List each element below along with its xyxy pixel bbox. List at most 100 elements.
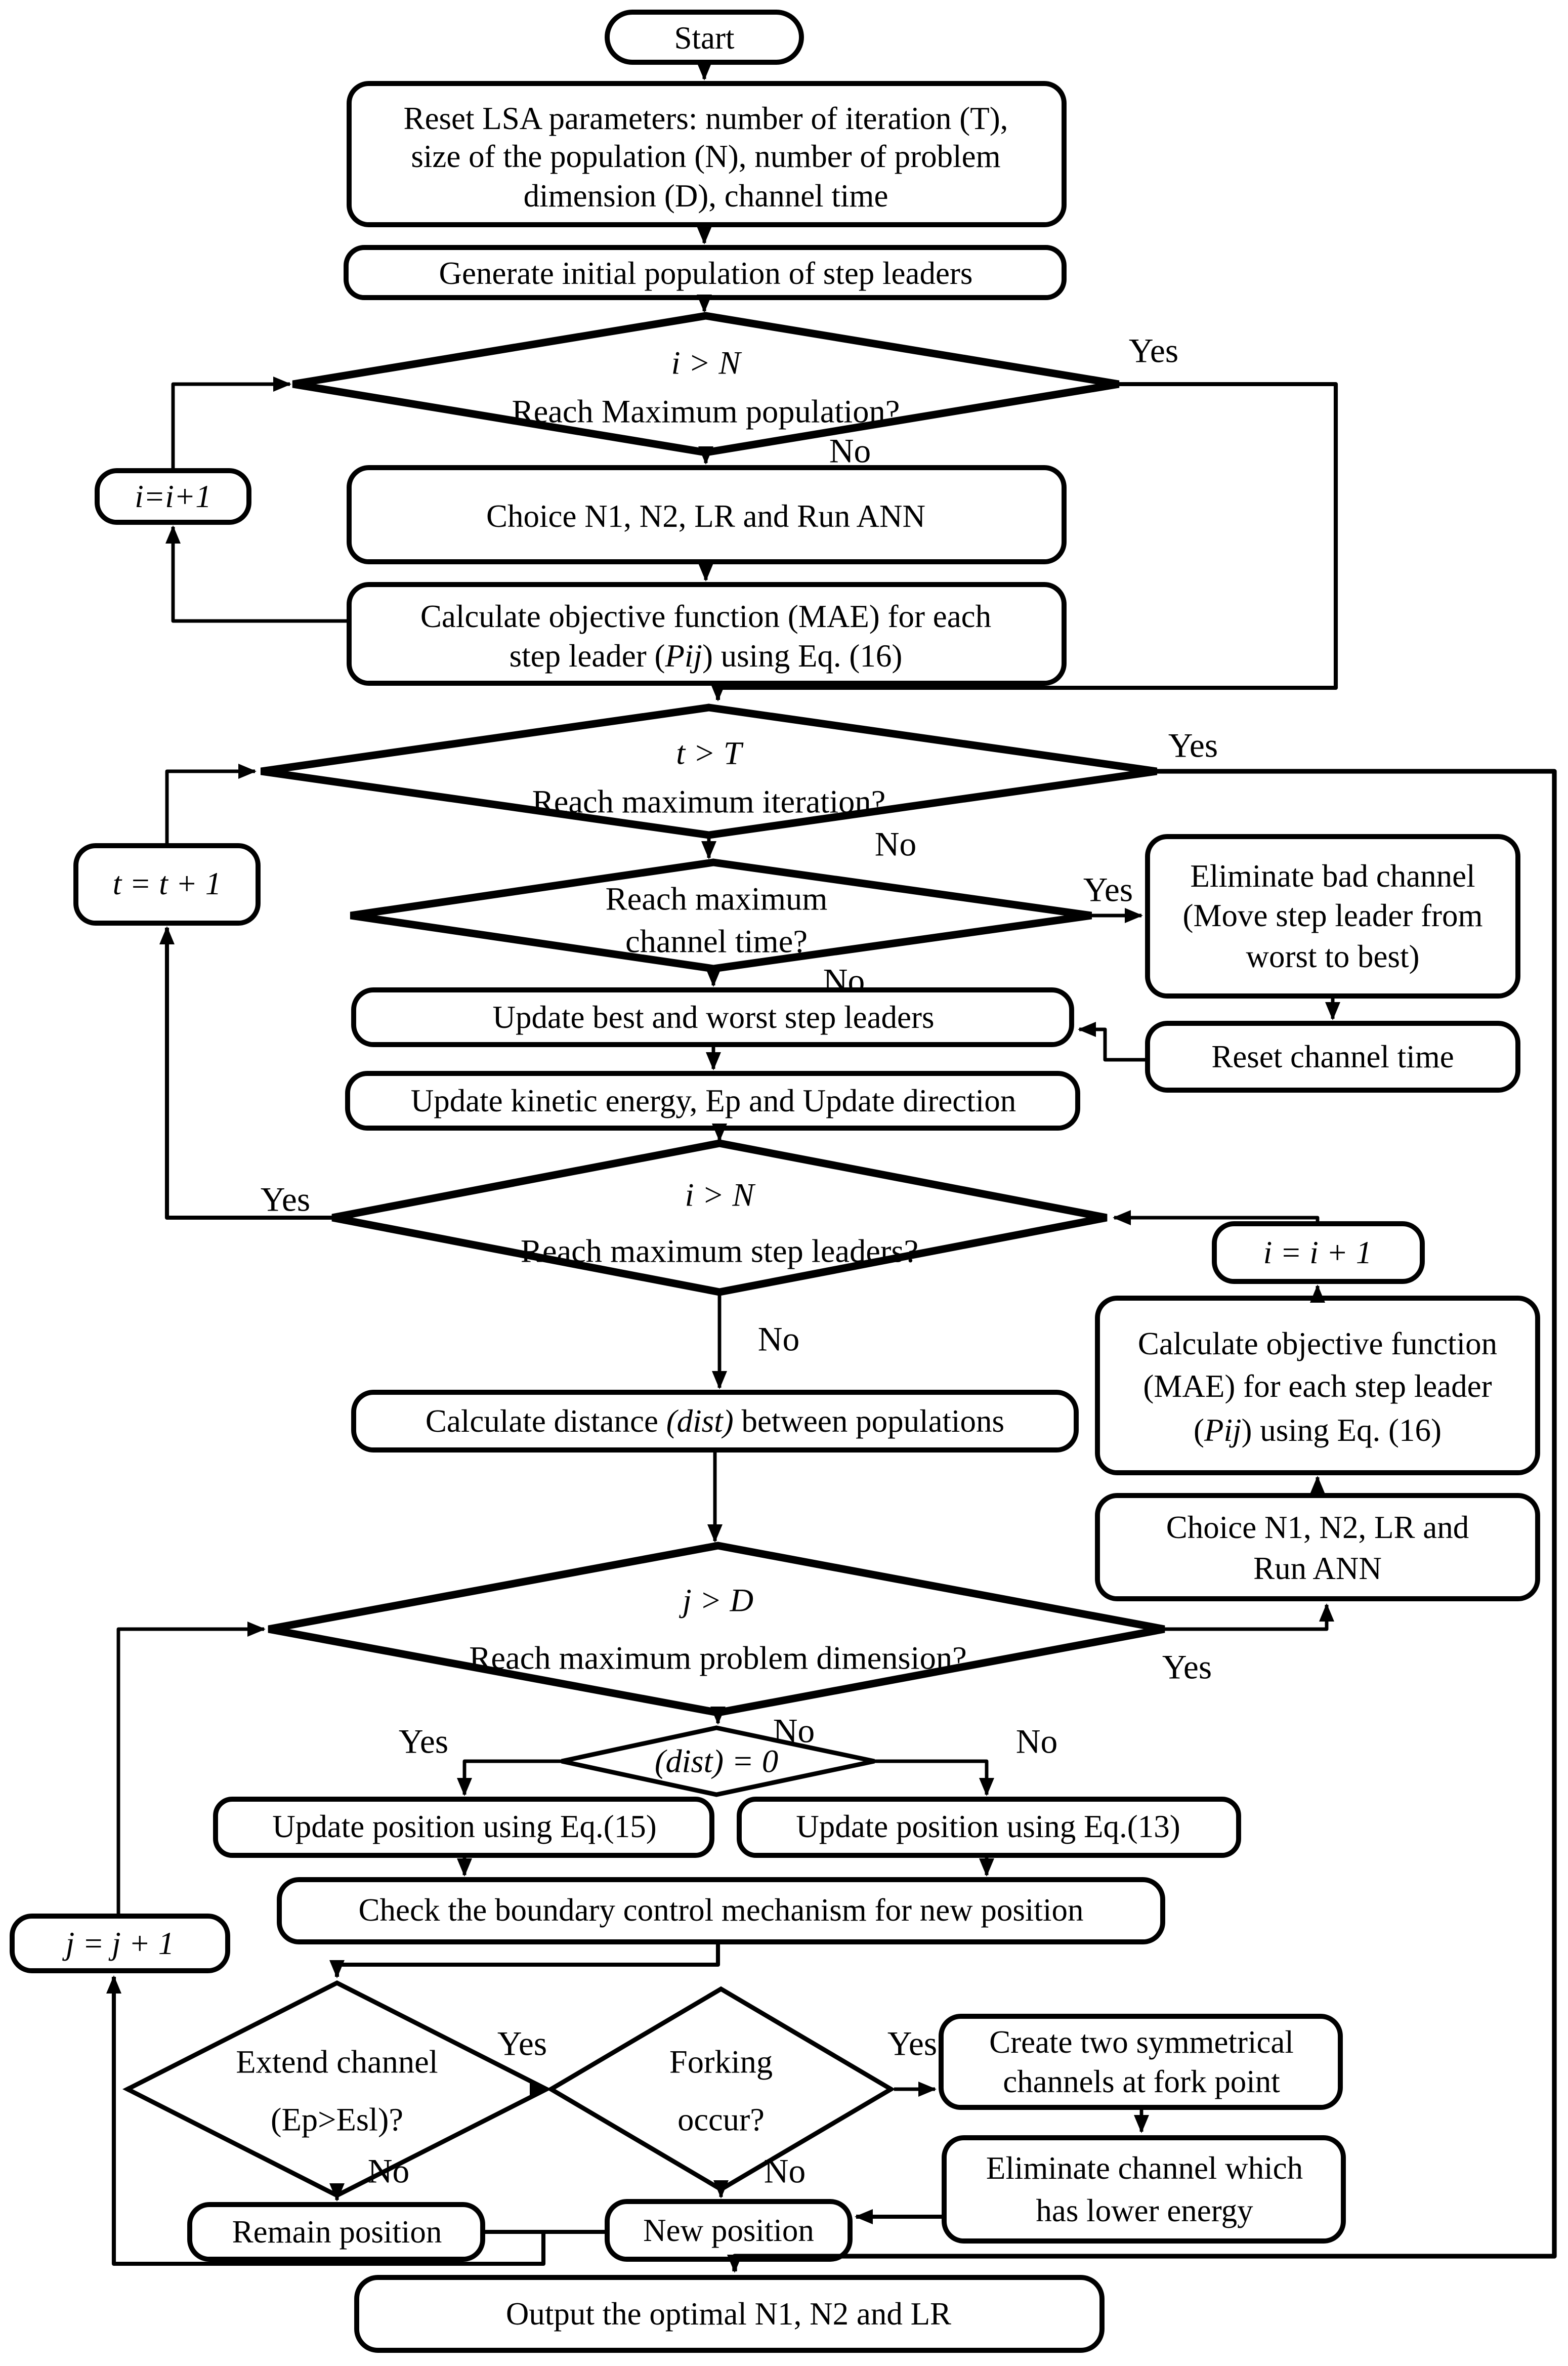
decision-max-stepleaders: i > N Reach maximum step leaders? <box>331 1139 1108 1296</box>
node-calc-objective-2: Calculate objective function (MAE) for e… <box>1095 1296 1540 1475</box>
t-increment-label: t = t + 1 <box>113 866 222 901</box>
decision-max-iteration: t > T Reach maximum iteration? <box>260 703 1158 839</box>
eliminate-bad-line2: (Move step leader from <box>1182 898 1482 933</box>
update-eq15-label: Update position using Eq.(15) <box>272 1809 656 1844</box>
i-increment-2-box <box>1212 1221 1425 1284</box>
edge-ddim-yes-choice2 <box>1164 1603 1334 1631</box>
extend-channel-line2: (Ep>Esl)? <box>271 2102 403 2138</box>
j-increment-box <box>10 1914 230 1973</box>
label-yes-stepleaders: Yes <box>261 1181 310 1219</box>
i-increment-2-label: i = i + 1 <box>1263 1235 1372 1270</box>
node-i-increment-2: i = i + 1 <box>1212 1221 1425 1284</box>
decision-channel-time: Reach maximum channel time? <box>350 858 1092 973</box>
label-no-population: No <box>829 432 871 470</box>
edge-position-jinc-loop <box>106 1975 546 2266</box>
edge-ddist-no-eq13 <box>874 1759 994 1796</box>
i-increment-1-label: i=i+1 <box>135 479 211 514</box>
t-increment-box <box>73 843 261 926</box>
eliminate-bad-channel-box <box>1145 834 1520 999</box>
reset-params-line2: size of the population (N), number of pr… <box>411 139 1000 174</box>
remain-position-box <box>187 2202 485 2262</box>
node-new-position: New position <box>605 2199 853 2262</box>
start-terminator <box>605 10 804 65</box>
decision-dist-zero: (dist) = 0 <box>561 1725 875 1797</box>
label-no-extend: No <box>368 2152 410 2190</box>
create-channels-box <box>939 2014 1343 2110</box>
node-update-eq13: Update position using Eq.(13) <box>737 1797 1241 1858</box>
node-update-best-worst: Update best and worst step leaders <box>351 987 1074 1047</box>
max-stepleaders-question: Reach maximum step leaders? <box>521 1233 918 1269</box>
update-kinetic-box <box>345 1071 1080 1131</box>
label-no-channel: No <box>823 962 865 1000</box>
edge-ddist-yes-eq15 <box>457 1759 562 1796</box>
update-eq15-box <box>213 1797 714 1858</box>
edge-tinc-diter <box>165 764 257 846</box>
edge-dstep-yes-tinc <box>159 926 332 1220</box>
node-choice-ann-1: Choice N1, N2, LR and Run ANN <box>347 465 1067 564</box>
calc-objective-1-line1: Calculate objective function (MAE) for e… <box>420 599 991 634</box>
output-label: Output the optimal N1, N2 and LR <box>506 2296 951 2332</box>
update-kinetic-label: Update kinetic energy, Ep and Update dir… <box>411 1083 1016 1118</box>
max-stepleaders-cond: i > N <box>685 1177 756 1213</box>
calc-objective-2-line2: (MAE) for each step leader <box>1143 1368 1492 1404</box>
label-no-stepleaders: No <box>758 1320 800 1358</box>
node-reset-channel-time: Reset channel time <box>1145 1021 1520 1093</box>
extend-channel-line1: Extend channel <box>236 2044 438 2080</box>
label-no-iteration: No <box>875 825 917 863</box>
node-start: Start <box>605 10 804 65</box>
reset-params-box <box>347 81 1067 227</box>
node-remain-position: Remain position <box>187 2202 485 2262</box>
node-t-increment: t = t + 1 <box>73 843 261 926</box>
calc-objective-2-line1: Calculate objective function <box>1138 1326 1497 1361</box>
extend-channel-diamond <box>122 1980 552 2198</box>
label-yes-extend: Yes <box>497 2025 547 2063</box>
edge-resetchan-updbw <box>1078 1022 1148 1062</box>
boundary-check-label: Check the boundary control mechanism for… <box>359 1892 1084 1928</box>
node-output: Output the optimal N1, N2 and LR <box>354 2275 1105 2353</box>
decision-forking: Forking occur? <box>546 1986 896 2192</box>
node-eliminate-bad-channel: Eliminate bad channel (Move step leader … <box>1145 834 1520 999</box>
node-reset-params: Reset LSA parameters: number of iteratio… <box>347 81 1067 227</box>
calc-distance-label: Calculate distance (dist) between popula… <box>426 1403 1004 1439</box>
edge-jinc-ddim <box>116 1622 266 1916</box>
calc-objective-1-box <box>347 582 1067 686</box>
calc-objective-2-box <box>1095 1296 1540 1475</box>
choice-ann-2-line2: Run ANN <box>1253 1551 1382 1586</box>
node-calc-objective-1: Calculate objective function (MAE) for e… <box>347 582 1067 686</box>
decision-max-dimension: j > D Reach maximum problem dimension? <box>268 1542 1165 1717</box>
choice-ann-2-line1: Choice N1, N2, LR and <box>1166 1510 1469 1545</box>
label-no-forking: No <box>764 2152 806 2190</box>
update-eq13-label: Update position using Eq.(13) <box>796 1809 1180 1844</box>
max-dimension-question: Reach maximum problem dimension? <box>469 1640 966 1676</box>
reset-channel-time-label: Reset channel time <box>1211 1039 1454 1074</box>
forking-line2: occur? <box>677 2102 765 2138</box>
label-yes-forking: Yes <box>887 2025 937 2063</box>
max-iteration-cond: t > T <box>676 735 744 771</box>
node-generate-population: Generate initial population of step lead… <box>344 245 1067 300</box>
node-update-eq15: Update position using Eq.(15) <box>213 1797 714 1858</box>
i-increment-1-box <box>95 468 251 525</box>
label-yes-population: Yes <box>1129 332 1178 370</box>
eliminate-bad-line3: worst to best) <box>1246 939 1420 974</box>
max-dimension-cond: j > D <box>679 1583 753 1618</box>
new-position-label: New position <box>643 2213 814 2248</box>
max-population-diamond <box>292 312 1120 456</box>
max-iteration-question: Reach maximum iteration? <box>532 784 886 820</box>
output-box <box>354 2275 1105 2353</box>
new-position-box <box>605 2199 853 2262</box>
calc-objective-2-line3: (Pij) using Eq. (16) <box>1194 1413 1442 1448</box>
remain-position-label: Remain position <box>232 2214 442 2250</box>
forking-diamond <box>546 1986 896 2192</box>
create-channels-line1: Create two symmetrical <box>989 2024 1294 2060</box>
channel-time-line2: channel time? <box>625 924 808 960</box>
eliminate-lower-box <box>942 2135 1346 2244</box>
edge-iinc1-dpop <box>171 377 291 471</box>
decision-max-population: i > N Reach Maximum population? <box>292 312 1120 456</box>
decision-extend-channel: Extend channel (Ep>Esl)? <box>122 1980 552 2198</box>
label-yes-dist: Yes <box>399 1723 448 1761</box>
dist-zero-diamond <box>561 1725 875 1797</box>
forking-line1: Forking <box>669 2044 773 2080</box>
generate-population-label: Generate initial population of step lead… <box>439 256 973 291</box>
node-calc-distance: Calculate distance (dist) between popula… <box>351 1390 1079 1452</box>
